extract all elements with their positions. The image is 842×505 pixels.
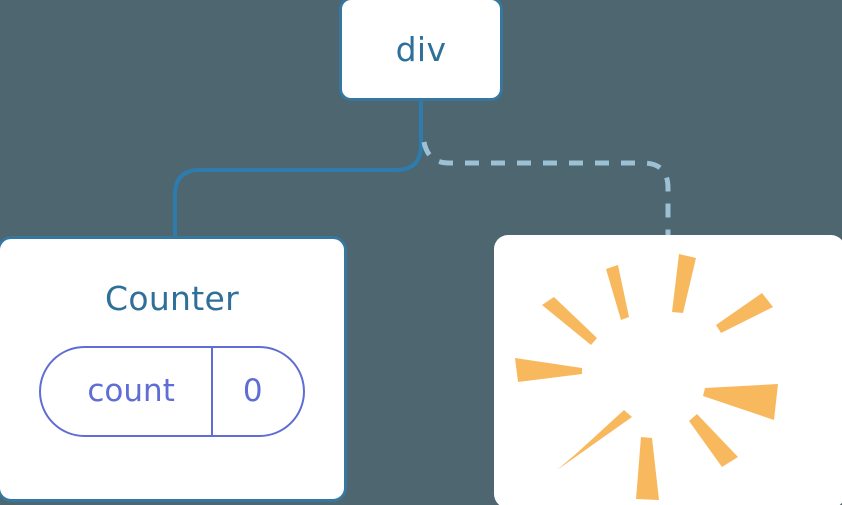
burst-ray-n bbox=[672, 254, 696, 313]
node-div[interactable]: div bbox=[339, 0, 503, 101]
connector-div-to-counter bbox=[173, 101, 423, 237]
burst-ray-nne bbox=[716, 293, 773, 333]
state-pill-divider bbox=[210, 348, 213, 435]
state-pill-count[interactable]: count 0 bbox=[39, 346, 305, 437]
burst-ray-w bbox=[515, 358, 582, 382]
burst-ray-wnw bbox=[542, 297, 597, 345]
burst-ray-nnw bbox=[606, 265, 629, 320]
node-div-label: div bbox=[395, 29, 447, 69]
burst-ray-s bbox=[636, 437, 659, 500]
state-pill-value: 0 bbox=[242, 373, 263, 409]
node-counter-label: Counter bbox=[105, 279, 239, 318]
connector-div-to-burst bbox=[421, 141, 671, 237]
burst-ray-e bbox=[703, 384, 778, 420]
burst-ray-ese bbox=[689, 414, 738, 467]
burst-ray-wsw bbox=[557, 410, 632, 470]
state-pill-key: count bbox=[87, 373, 175, 409]
node-burst[interactable] bbox=[494, 235, 842, 505]
render-burst-icon bbox=[515, 254, 778, 500]
node-counter[interactable]: Counter count 0 bbox=[0, 236, 347, 502]
